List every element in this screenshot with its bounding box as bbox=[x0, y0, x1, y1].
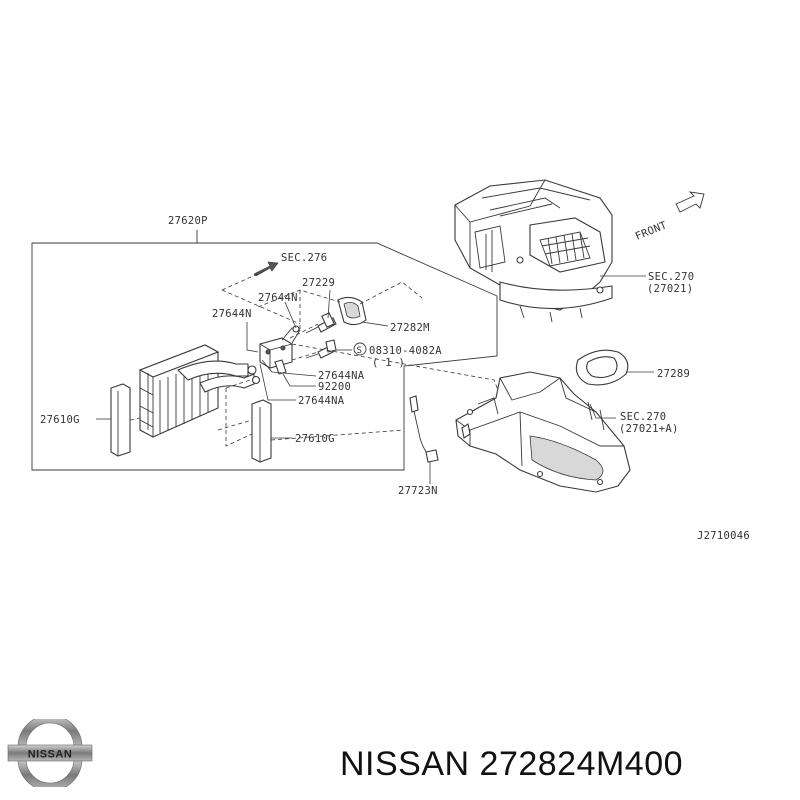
label-sec270-lower-ref: (27021+A) bbox=[619, 423, 679, 435]
expansion-valve bbox=[259, 325, 301, 375]
label-27723n: 27723N bbox=[398, 485, 438, 497]
diagram-code: J2710046 bbox=[697, 530, 750, 542]
label-sec270-lower: SEC.270 bbox=[620, 411, 666, 423]
label-27610g-left: 27610G bbox=[40, 414, 80, 426]
label-sec270-upper-ref: (27021) bbox=[647, 283, 693, 295]
label-27644n-upper: 27644N bbox=[258, 292, 298, 304]
svg-text:S: S bbox=[357, 346, 363, 356]
filter-right bbox=[251, 399, 272, 463]
label-27282m: 27282M bbox=[390, 322, 430, 334]
label-08310-qty: ( 1 ) bbox=[372, 357, 405, 369]
label-27610g-right: 27610G bbox=[295, 433, 335, 445]
grommet-27282m bbox=[337, 296, 367, 326]
bolt-27229 bbox=[305, 312, 337, 334]
label-08310: 08310-4082A bbox=[369, 345, 442, 357]
label-sec270-upper: SEC.270 bbox=[648, 271, 694, 283]
label-27644n-left: 27644N bbox=[212, 308, 252, 320]
label-27644na-lower: 27644NA bbox=[298, 395, 345, 407]
nissan-logo-icon: NISSAN bbox=[7, 719, 93, 787]
label-front: FRONT bbox=[634, 219, 670, 243]
label-27644na-upper: 27644NA bbox=[318, 370, 365, 382]
label-92200: 92200 bbox=[318, 381, 351, 393]
label-27229: 27229 bbox=[302, 277, 335, 289]
part-labels: 27620P SEC.276 27229 27644N 27644N 27282… bbox=[40, 215, 750, 542]
sensor-27723n bbox=[409, 395, 439, 463]
label-27620p: 27620P bbox=[168, 215, 208, 227]
evaporator-core bbox=[138, 344, 261, 438]
assembly-frame bbox=[31, 230, 498, 471]
seal-27289 bbox=[575, 349, 629, 386]
screw-symbol-icon: S bbox=[353, 342, 367, 356]
part-caption: NISSAN 272824M400 bbox=[340, 745, 684, 783]
label-sec276: SEC.276 bbox=[281, 252, 327, 264]
footer: NISSAN NISSAN 272824M400 bbox=[0, 715, 800, 800]
sec276-arrow-icon bbox=[253, 261, 279, 277]
label-27289: 27289 bbox=[657, 368, 690, 380]
lower-housing bbox=[455, 371, 631, 493]
upper-housing bbox=[454, 179, 613, 323]
leader-lines bbox=[96, 275, 654, 484]
front-arrow-icon bbox=[675, 191, 705, 213]
svg-text:NISSAN: NISSAN bbox=[28, 749, 73, 761]
filter-left bbox=[110, 383, 131, 457]
